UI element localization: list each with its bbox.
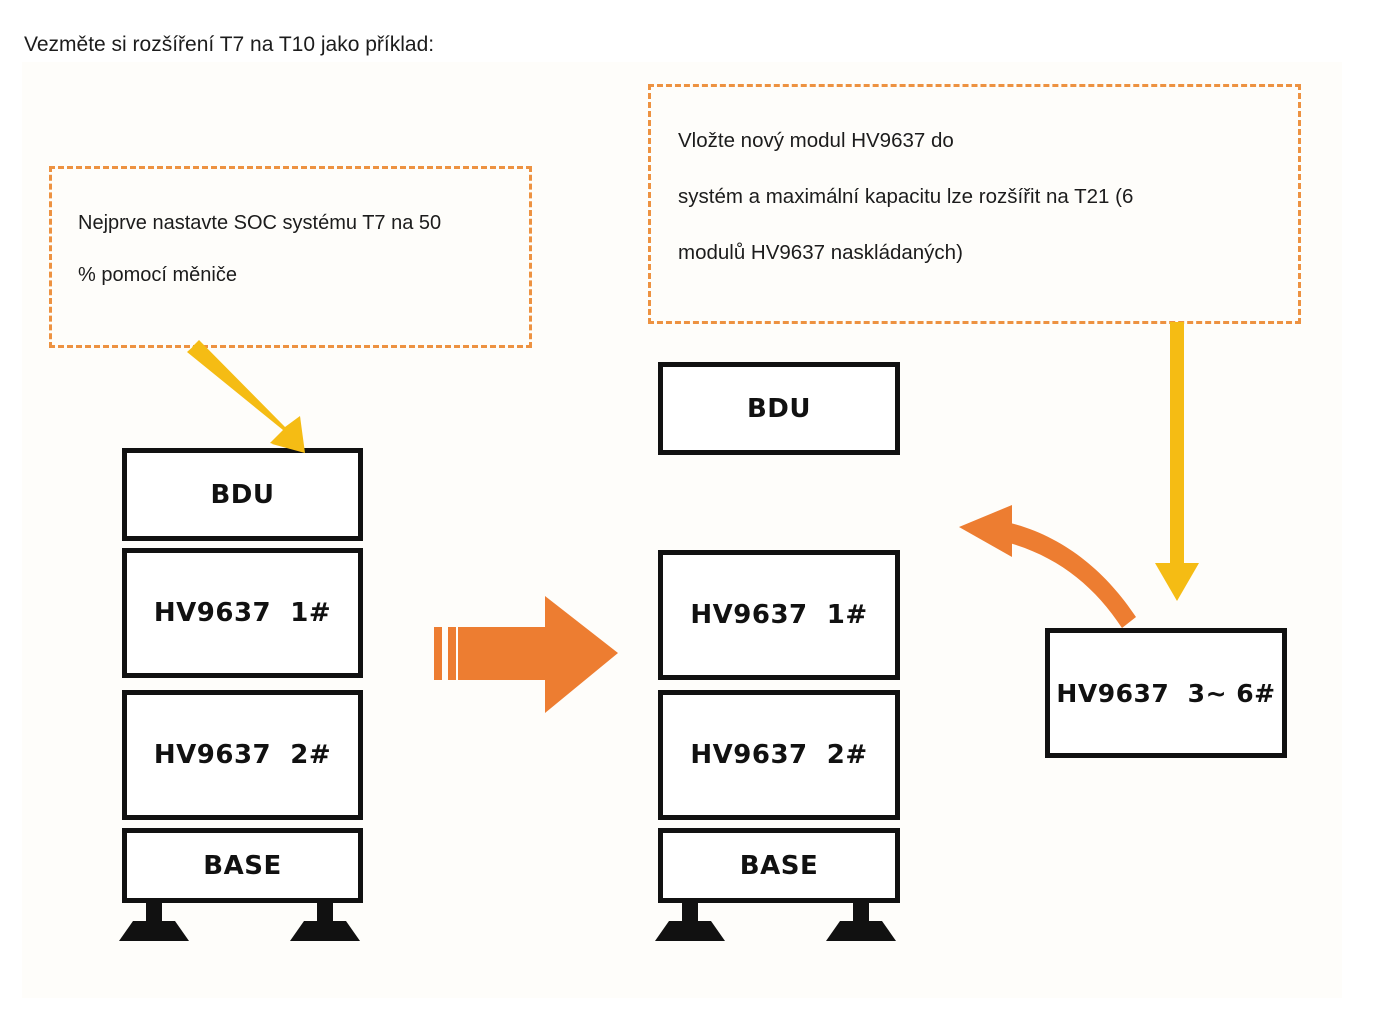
before-module-hv9637-1: HV9637 1#	[122, 548, 363, 678]
before-module-hv9637-1-label: HV9637 1#	[153, 598, 332, 628]
before-module-base-label: BASE	[203, 850, 282, 881]
before-stack-foot-right	[288, 899, 362, 941]
callout-box-left: Nejprve nastavte SOC systému T7 na 50 % …	[49, 166, 532, 348]
after-module-hv9637-1: HV9637 1#	[658, 550, 900, 680]
callout-box-right: Vložte nový modul HV9637 do systém a max…	[648, 84, 1301, 324]
foot-pad	[826, 921, 896, 941]
after-module-base: BASE	[658, 828, 900, 903]
after-module-hv9637-2: HV9637 2#	[658, 690, 900, 820]
foot-stem	[146, 899, 162, 923]
after-module-bdu-label: BDU	[746, 393, 811, 424]
new-module-hv9637-3-6-label: HV9637 3~ 6#	[1056, 678, 1276, 708]
callout-left-line-2: % pomocí měniče	[78, 264, 237, 286]
after-stack-foot-right	[824, 899, 898, 941]
after-module-hv9637-2-label: HV9637 2#	[690, 740, 868, 770]
after-module-bdu-detached: BDU	[658, 362, 900, 455]
new-module-hv9637-3-6: HV9637 3~ 6#	[1045, 628, 1287, 758]
foot-stem	[317, 899, 333, 923]
foot-pad	[119, 921, 189, 941]
after-module-hv9637-1-label: HV9637 1#	[690, 600, 868, 630]
foot-stem	[682, 899, 698, 923]
callout-right-line-2: systém a maximální kapacitu lze rozšířit…	[678, 185, 1134, 208]
after-stack-foot-left	[653, 899, 727, 941]
before-module-hv9637-2-label: HV9637 2#	[153, 740, 332, 770]
callout-right-line-3: modulů HV9637 naskládaných)	[678, 241, 963, 264]
before-module-bdu: BDU	[122, 448, 363, 541]
callout-left-text: Nejprve nastavte SOC systému T7 na 50 % …	[78, 197, 515, 301]
callout-right-line-1: Vložte nový modul HV9637 do	[678, 129, 954, 152]
foot-pad	[655, 921, 725, 941]
foot-pad	[290, 921, 360, 941]
before-module-bdu-label: BDU	[210, 479, 275, 510]
callout-right-text: Vložte nový modul HV9637 do systém a max…	[678, 113, 1284, 281]
before-stack-foot-left	[117, 899, 191, 941]
before-module-base: BASE	[122, 828, 363, 903]
foot-stem	[853, 899, 869, 923]
callout-left-line-1: Nejprve nastavte SOC systému T7 na 50	[78, 212, 442, 234]
page-title: Vezměte si rozšíření T7 na T10 jako přík…	[24, 33, 435, 56]
before-module-hv9637-2: HV9637 2#	[122, 690, 363, 820]
after-module-base-label: BASE	[739, 850, 819, 881]
